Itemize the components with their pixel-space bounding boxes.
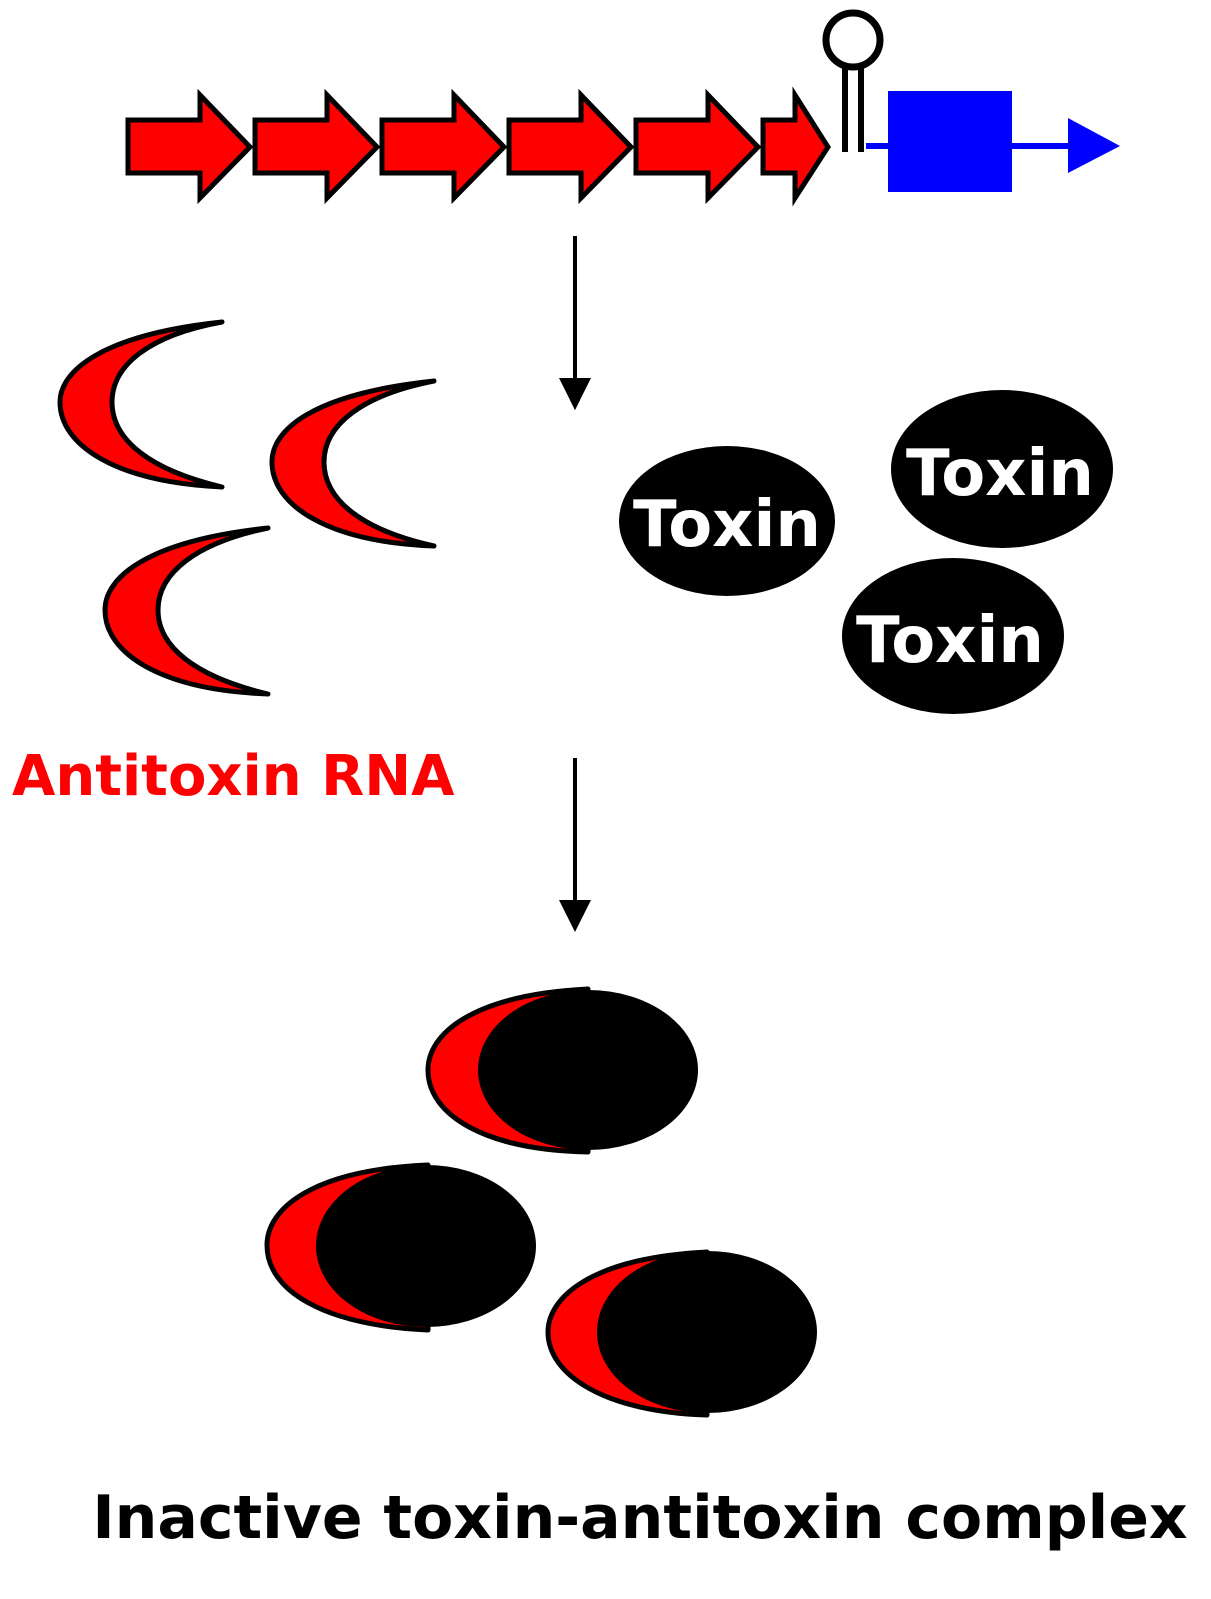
toxin-1-label: Toxin	[633, 488, 821, 562]
complex-caption: Inactive toxin-antitoxin complex	[92, 1483, 1187, 1553]
toxin-gene-box	[888, 91, 1012, 192]
repeat-arrow-1	[125, 88, 254, 205]
process-arrowhead-2	[559, 900, 591, 932]
antitoxin-crescent-2	[269, 378, 437, 549]
complex-3-toxin	[597, 1251, 817, 1413]
complex-2-toxin	[316, 1165, 536, 1327]
repeat-arrow-6	[760, 86, 831, 207]
free-toxins: Toxin Toxin Toxin	[619, 390, 1113, 714]
repeat-arrow-2	[252, 88, 381, 205]
antitoxin-rna-group	[57, 319, 437, 697]
terminator-hairpin-icon	[822, 9, 884, 152]
repeat-arrow-4	[506, 88, 635, 205]
toxin-3	[842, 558, 1064, 714]
toxin-gene-arrowhead	[1068, 118, 1120, 173]
repeat-arrow-5	[633, 88, 762, 205]
complex-1-toxin	[478, 990, 698, 1150]
toxin-1	[619, 446, 835, 596]
toxin-2-label: Toxin	[906, 437, 1094, 511]
antitoxin-crescent-1	[57, 319, 225, 490]
process-arrowhead-1	[559, 378, 591, 410]
complex-1	[425, 986, 698, 1155]
antitoxin-rna-caption: Antitoxin RNA	[12, 744, 455, 809]
antitoxin-crescent-3	[102, 525, 271, 697]
complex-2	[264, 1162, 536, 1333]
toxin-gene	[866, 91, 1120, 192]
toxin-2	[891, 390, 1113, 548]
repeat-array	[125, 86, 831, 207]
complex-3	[545, 1249, 817, 1418]
repeat-arrow-3	[379, 88, 508, 205]
toxin-3-label: Toxin	[856, 604, 1044, 678]
